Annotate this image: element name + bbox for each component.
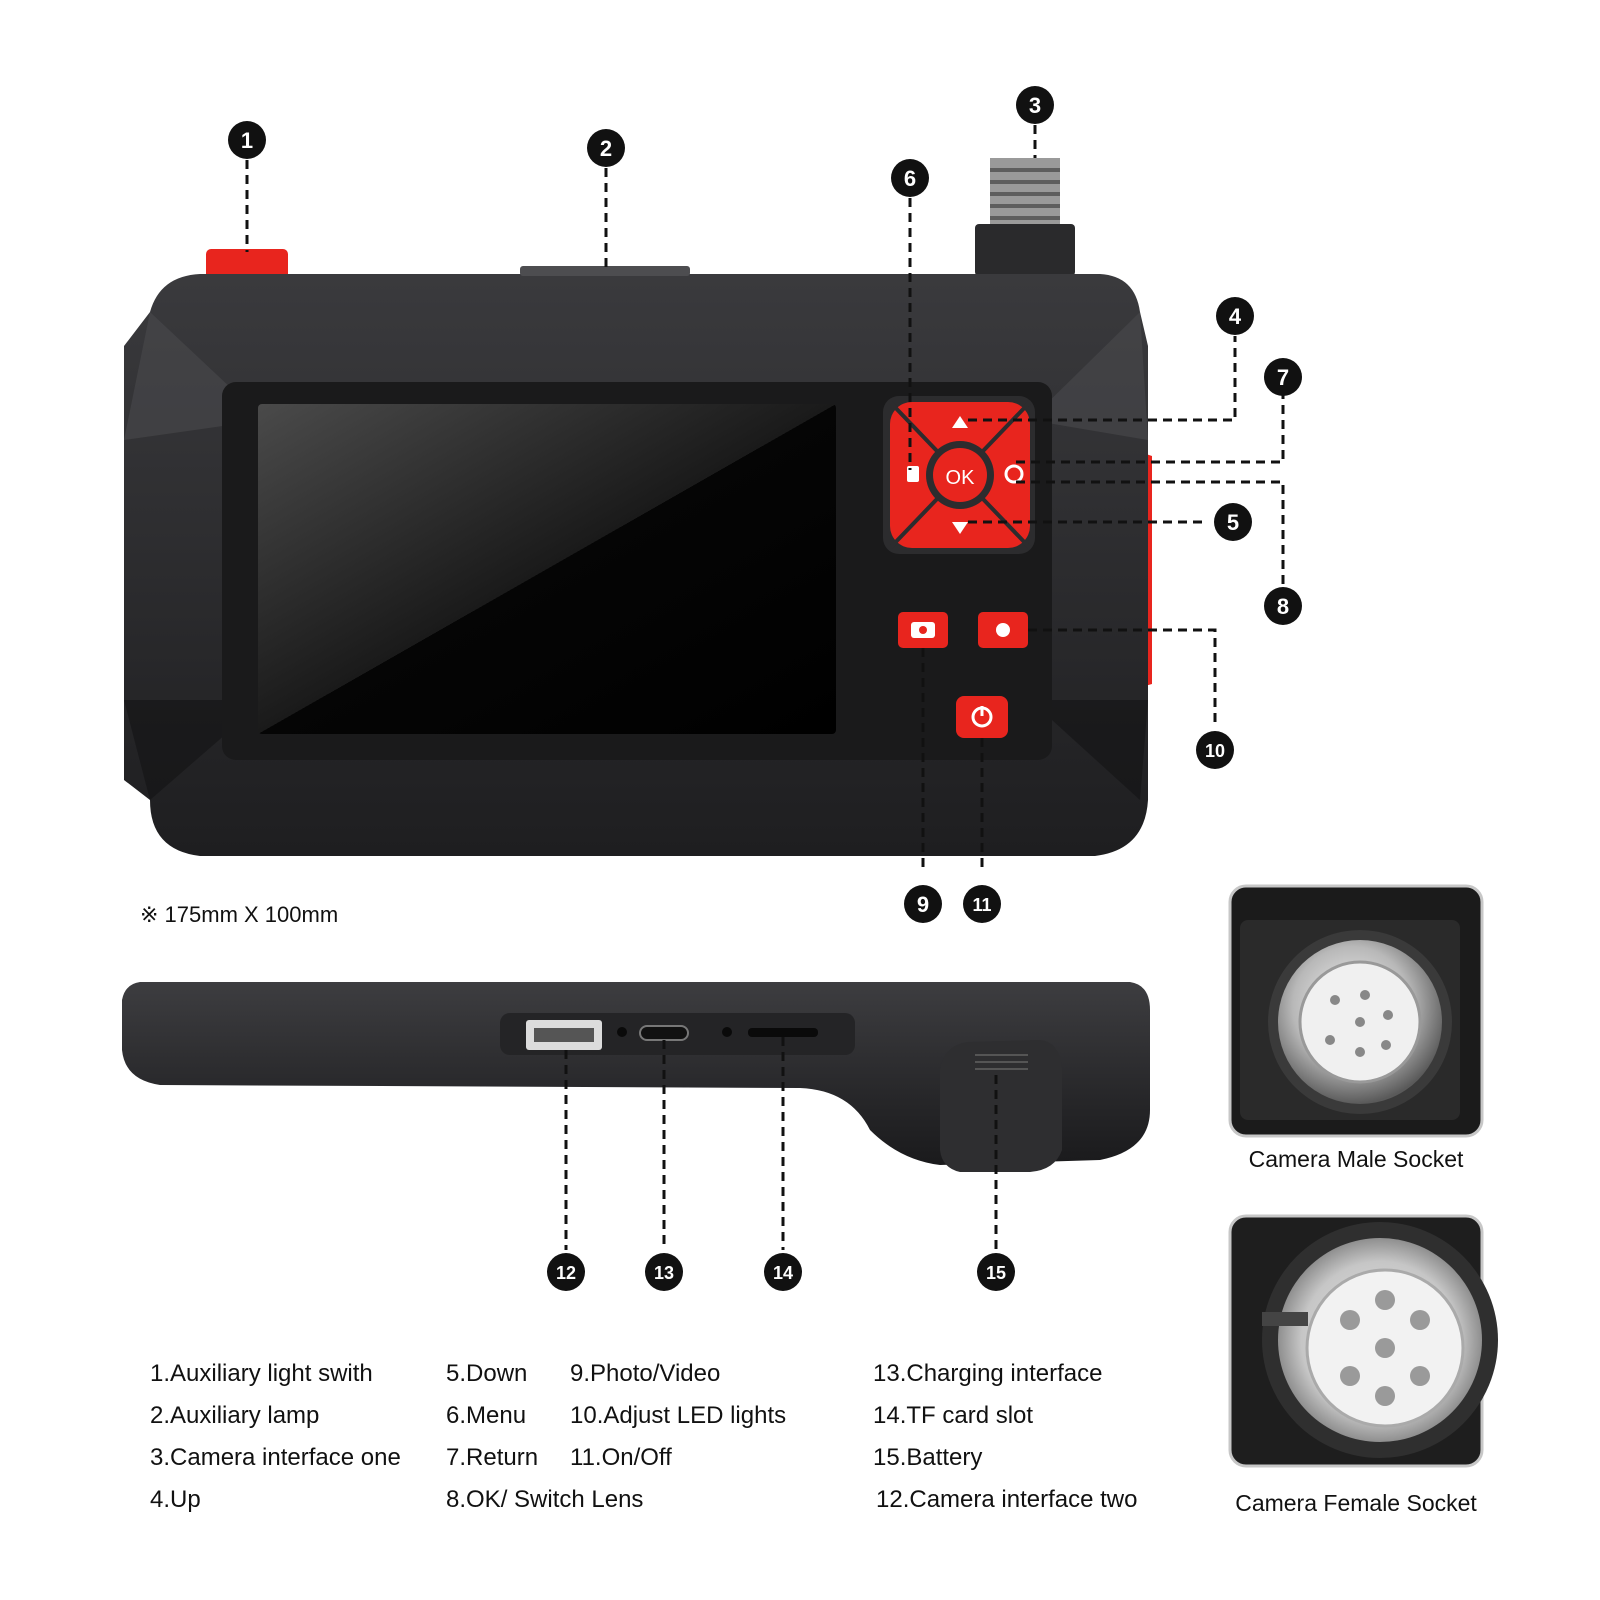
svg-text:15: 15 bbox=[986, 1263, 1006, 1283]
charging-port bbox=[639, 1025, 689, 1041]
dimension-note: ※ 175mm X 100mm bbox=[140, 902, 339, 927]
callout-8: 8 bbox=[1264, 587, 1302, 625]
legend-item: 4.Up bbox=[150, 1486, 201, 1513]
svg-text:4: 4 bbox=[1229, 304, 1242, 329]
callout-12: 12 bbox=[547, 1253, 585, 1291]
down-button[interactable] bbox=[952, 522, 968, 534]
legend-item: 2.Auxiliary lamp bbox=[150, 1402, 320, 1429]
callout-13: 13 bbox=[645, 1253, 683, 1291]
callout-1: 1 bbox=[228, 121, 266, 159]
aux-light-switch[interactable] bbox=[206, 249, 288, 279]
legend-item: 1.Auxiliary light swith bbox=[150, 1360, 373, 1387]
svg-text:12: 12 bbox=[556, 1263, 576, 1283]
device-front: OK bbox=[124, 158, 1152, 856]
legend-item: 13.Charging interface bbox=[873, 1360, 1103, 1387]
female-socket-caption: Camera Female Socket bbox=[1235, 1490, 1477, 1516]
callout-5: 5 bbox=[1214, 503, 1252, 541]
power-button[interactable] bbox=[956, 696, 1008, 738]
callout-4: 4 bbox=[1216, 297, 1254, 335]
male-socket-caption: Camera Male Socket bbox=[1248, 1146, 1464, 1172]
ok-label: OK bbox=[946, 467, 976, 489]
legend-item: 11.On/Off bbox=[570, 1444, 672, 1471]
callout-15: 15 bbox=[977, 1253, 1015, 1291]
female-socket-photo bbox=[1228, 1214, 1498, 1468]
return-button[interactable] bbox=[1004, 464, 1024, 484]
svg-text:7: 7 bbox=[1277, 365, 1289, 390]
callout-11: 11 bbox=[963, 885, 1001, 923]
screen bbox=[258, 404, 836, 734]
up-button[interactable] bbox=[952, 416, 968, 428]
legend-item: 14.TF card slot bbox=[873, 1402, 1034, 1429]
sun-icon bbox=[996, 623, 1010, 637]
callouts: 1 2 3 4 5 6 7 8 9 10 11 12 13 14 15 bbox=[228, 86, 1302, 1291]
legend-item: 7.Return bbox=[446, 1444, 539, 1471]
callout-10: 10 bbox=[1196, 731, 1234, 769]
dpad: OK bbox=[883, 396, 1035, 554]
battery bbox=[940, 1040, 1062, 1172]
svg-text:13: 13 bbox=[654, 1263, 674, 1283]
callout-9: 9 bbox=[904, 885, 942, 923]
legend-item: 10.Adjust LED lights bbox=[570, 1402, 787, 1429]
svg-text:8: 8 bbox=[1277, 594, 1289, 619]
tf-card-slot bbox=[748, 1028, 818, 1037]
legend-item: 15.Battery bbox=[873, 1444, 983, 1471]
legend-item: 8.OK/ Switch Lens bbox=[446, 1486, 644, 1513]
legend-item: 5.Down bbox=[446, 1360, 528, 1387]
legend-item: 6.Menu bbox=[446, 1402, 527, 1429]
svg-text:14: 14 bbox=[773, 1263, 793, 1283]
callout-14: 14 bbox=[764, 1253, 802, 1291]
device-side bbox=[122, 982, 1150, 1172]
svg-text:9: 9 bbox=[917, 892, 929, 917]
callout-7: 7 bbox=[1264, 358, 1302, 396]
svg-text:3: 3 bbox=[1029, 93, 1041, 118]
aux-lamp bbox=[520, 266, 690, 276]
svg-text:11: 11 bbox=[972, 895, 991, 915]
legend-item: 12.Camera interface two bbox=[876, 1486, 1138, 1513]
callout-6: 6 bbox=[891, 159, 929, 197]
callout-3: 3 bbox=[1016, 86, 1054, 124]
male-socket-photo bbox=[1228, 884, 1484, 1138]
svg-text:2: 2 bbox=[600, 136, 612, 161]
svg-text:1: 1 bbox=[241, 128, 253, 153]
ok-button[interactable] bbox=[933, 448, 987, 502]
legend-item: 3.Camera interface one bbox=[150, 1444, 401, 1471]
legend-item: 9.Photo/Video bbox=[570, 1360, 721, 1387]
camera-interface-one bbox=[975, 158, 1075, 276]
callout-2: 2 bbox=[587, 129, 625, 167]
svg-text:6: 6 bbox=[904, 166, 916, 191]
leader-lines bbox=[245, 125, 1285, 1250]
svg-text:5: 5 bbox=[1227, 510, 1239, 535]
svg-text:10: 10 bbox=[1205, 741, 1225, 761]
